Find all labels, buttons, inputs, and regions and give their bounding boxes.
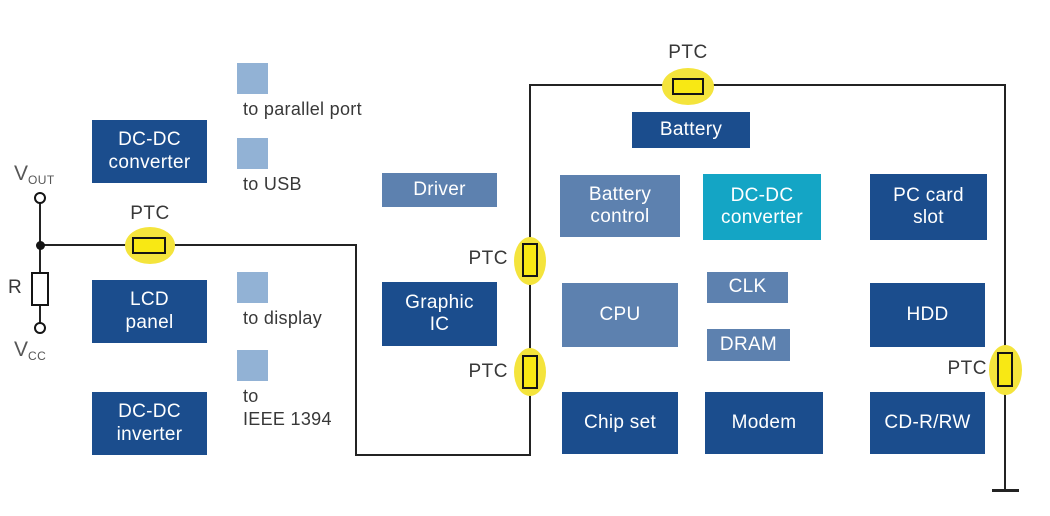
ptc-label-left: PTC xyxy=(130,203,170,224)
block-hdd: HDD xyxy=(870,283,985,347)
block-graphic-ic: Graphic IC xyxy=(382,282,497,346)
block-lcd-panel: LCD panel xyxy=(92,280,207,343)
ptc-device-middle-upper-icon xyxy=(522,243,538,277)
vcc-terminal xyxy=(34,322,46,334)
block-modem: Modem xyxy=(705,392,823,454)
block-chip-set: Chip set xyxy=(562,392,678,454)
port-square-display xyxy=(237,272,268,303)
ptc-label-middle-upper: PTC xyxy=(468,248,508,269)
wire-top-horizontal xyxy=(529,84,1006,86)
block-hdd-label: HDD xyxy=(906,303,949,325)
junction-dot xyxy=(36,241,45,250)
vout-terminal xyxy=(34,192,46,204)
block-battery: Battery xyxy=(632,112,750,148)
block-battery-label: Battery xyxy=(659,118,723,140)
block-battery-control-label: Battery control xyxy=(588,183,652,227)
block-pc-card-slot-label: PC card slot xyxy=(893,184,964,228)
port-label-usb: to USB xyxy=(243,174,302,194)
block-cpu-label: CPU xyxy=(599,303,641,325)
ptc-device-top-icon xyxy=(672,78,704,95)
ptc-device-middle-lower-icon xyxy=(522,355,538,389)
wire-bottom-horizontal xyxy=(355,454,531,456)
port-square-usb xyxy=(237,138,268,169)
block-chip-set-label: Chip set xyxy=(583,411,657,433)
block-dc-dc-inverter-label: DC-DC inverter xyxy=(116,401,183,445)
wire-left-down xyxy=(355,244,357,456)
block-graphic-ic-label: Graphic IC xyxy=(405,291,474,335)
ptc-label-middle-lower: PTC xyxy=(468,361,508,382)
block-clk-label: CLK xyxy=(728,276,767,298)
block-dc-dc-converter-right: DC-DC converter xyxy=(703,174,821,240)
wire-left-horizontal xyxy=(39,244,357,246)
block-battery-control: Battery control xyxy=(560,175,680,237)
wire-end-tick xyxy=(992,489,1019,492)
vout-base: V xyxy=(14,162,29,185)
block-cpu: CPU xyxy=(562,283,678,347)
port-label-ieee1394: to IEEE 1394 xyxy=(243,386,332,429)
ptc-device-right-icon xyxy=(997,352,1013,387)
vcc-base: V xyxy=(14,338,29,361)
block-dc-dc-converter-left-label: DC-DC converter xyxy=(108,129,191,173)
block-driver: Driver xyxy=(382,173,497,207)
block-dram-label: DRAM xyxy=(719,333,778,355)
block-cd-r-rw-label: CD-R/RW xyxy=(884,411,971,433)
block-clk: CLK xyxy=(707,272,788,303)
port-label-parallel: to parallel port xyxy=(243,99,362,119)
block-modem-label: Modem xyxy=(731,411,797,433)
block-driver-label: Driver xyxy=(413,178,466,200)
ptc-label-right: PTC xyxy=(947,358,987,379)
block-dc-dc-converter-left: DC-DC converter xyxy=(92,120,207,183)
block-cd-r-rw: CD-R/RW xyxy=(870,392,985,454)
wire-right-vertical xyxy=(1004,84,1006,491)
vout-subscript: OUT xyxy=(28,173,55,187)
block-pc-card-slot: PC card slot xyxy=(870,174,987,240)
block-lcd-panel-label: LCD panel xyxy=(125,289,174,333)
resistor-symbol xyxy=(31,272,49,306)
vout-label: VOUT xyxy=(14,162,55,187)
port-label-display: to display xyxy=(243,308,323,328)
ptc-device-left-icon xyxy=(132,237,166,254)
block-dc-dc-inverter: DC-DC inverter xyxy=(92,392,207,455)
vcc-label: VCC xyxy=(14,338,47,363)
block-dc-dc-converter-right-label: DC-DC converter xyxy=(721,184,803,228)
port-square-parallel xyxy=(237,63,268,94)
port-square-ieee1394 xyxy=(237,350,268,381)
resistor-label: R xyxy=(8,277,23,298)
vcc-subscript: CC xyxy=(28,349,47,363)
block-dram: DRAM xyxy=(707,329,790,361)
wire-vout-to-resistor xyxy=(39,202,41,274)
ptc-label-top: PTC xyxy=(668,42,708,63)
wire-resistor-to-vcc xyxy=(39,305,41,324)
